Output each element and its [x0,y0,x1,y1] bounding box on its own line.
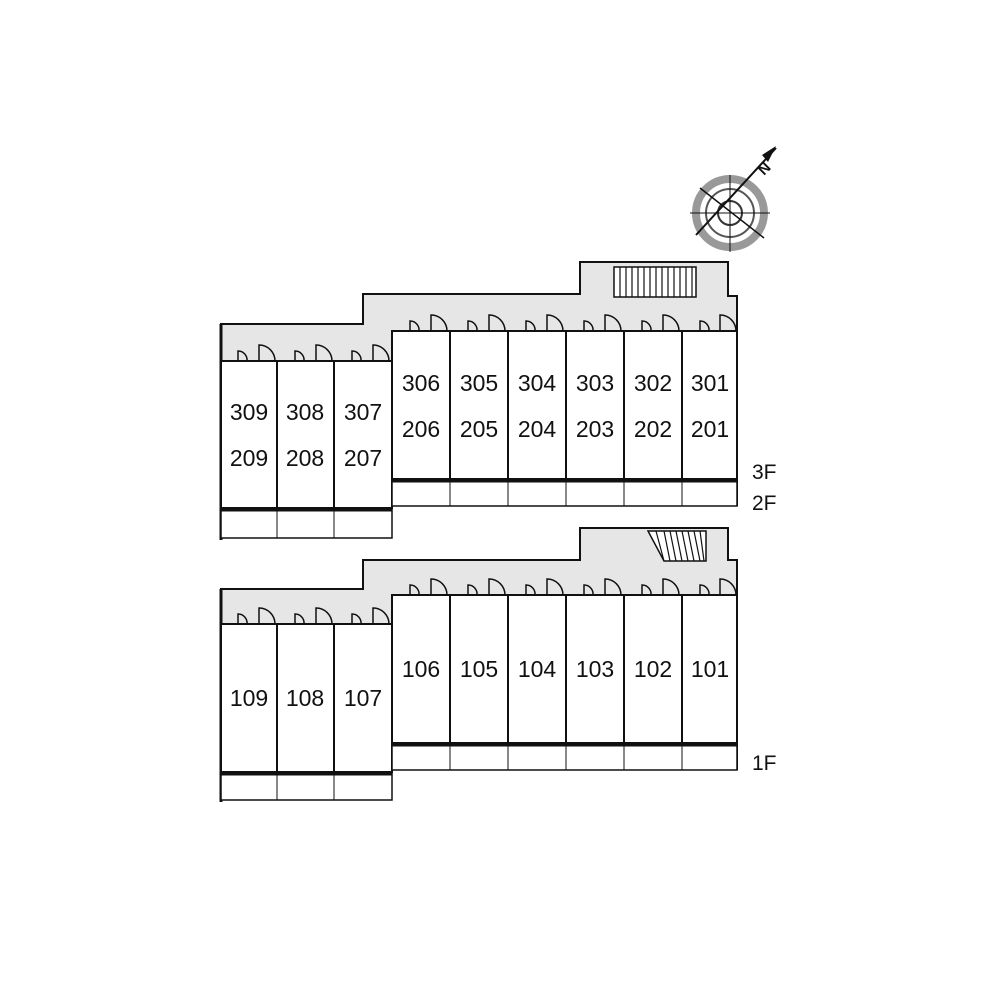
lower-room-labels: 109 108 107 106 105 104 103 102 101 [230,656,729,711]
floor-label-3f: 3F [752,461,777,484]
lower-door-symbols [237,578,737,625]
room-label-204: 204 [518,416,557,442]
floor-label-1f: 1F [752,752,777,775]
room-label-206: 206 [402,416,440,442]
room-label-201: 201 [691,416,729,442]
room-label-207: 207 [344,445,382,471]
lower-main-rooms [391,594,738,771]
upper-staircase [613,266,697,298]
upper-room-labels: 309 209 308 208 307 207 306 206 305 205 … [230,370,729,471]
north-arrow-compass-icon: N [690,146,777,252]
upper-door-symbols [237,314,737,362]
room-label-205: 205 [460,416,498,442]
room-label-105: 105 [460,656,498,682]
compass-north-label: N [755,159,775,179]
room-label-102: 102 [634,656,672,682]
upper-wing-rooms [220,360,393,539]
room-label-307: 307 [344,399,382,425]
room-label-101: 101 [691,656,729,682]
room-label-103: 103 [576,656,614,682]
room-label-304: 304 [518,370,557,396]
room-label-107: 107 [344,685,382,711]
room-label-203: 203 [576,416,614,442]
room-label-305: 305 [460,370,498,396]
room-label-208: 208 [286,445,324,471]
room-label-301: 301 [691,370,729,396]
room-label-309: 309 [230,399,268,425]
room-label-308: 308 [286,399,324,425]
upper-building-block: 309 209 308 208 307 207 306 206 305 205 … [219,261,777,540]
room-label-303: 303 [576,370,614,396]
room-label-106: 106 [402,656,440,682]
room-label-104: 104 [518,656,557,682]
room-label-306: 306 [402,370,440,396]
room-label-302: 302 [634,370,672,396]
room-label-209: 209 [230,445,268,471]
room-label-202: 202 [634,416,672,442]
lower-staircase [646,530,707,562]
lower-wing-rooms [220,623,393,801]
room-label-108: 108 [286,685,324,711]
floor-label-2f: 2F [752,492,777,515]
upper-main-rooms [391,330,738,507]
room-label-109: 109 [230,685,268,711]
lower-building-block: 109 108 107 106 105 104 103 102 101 1F [219,527,777,802]
